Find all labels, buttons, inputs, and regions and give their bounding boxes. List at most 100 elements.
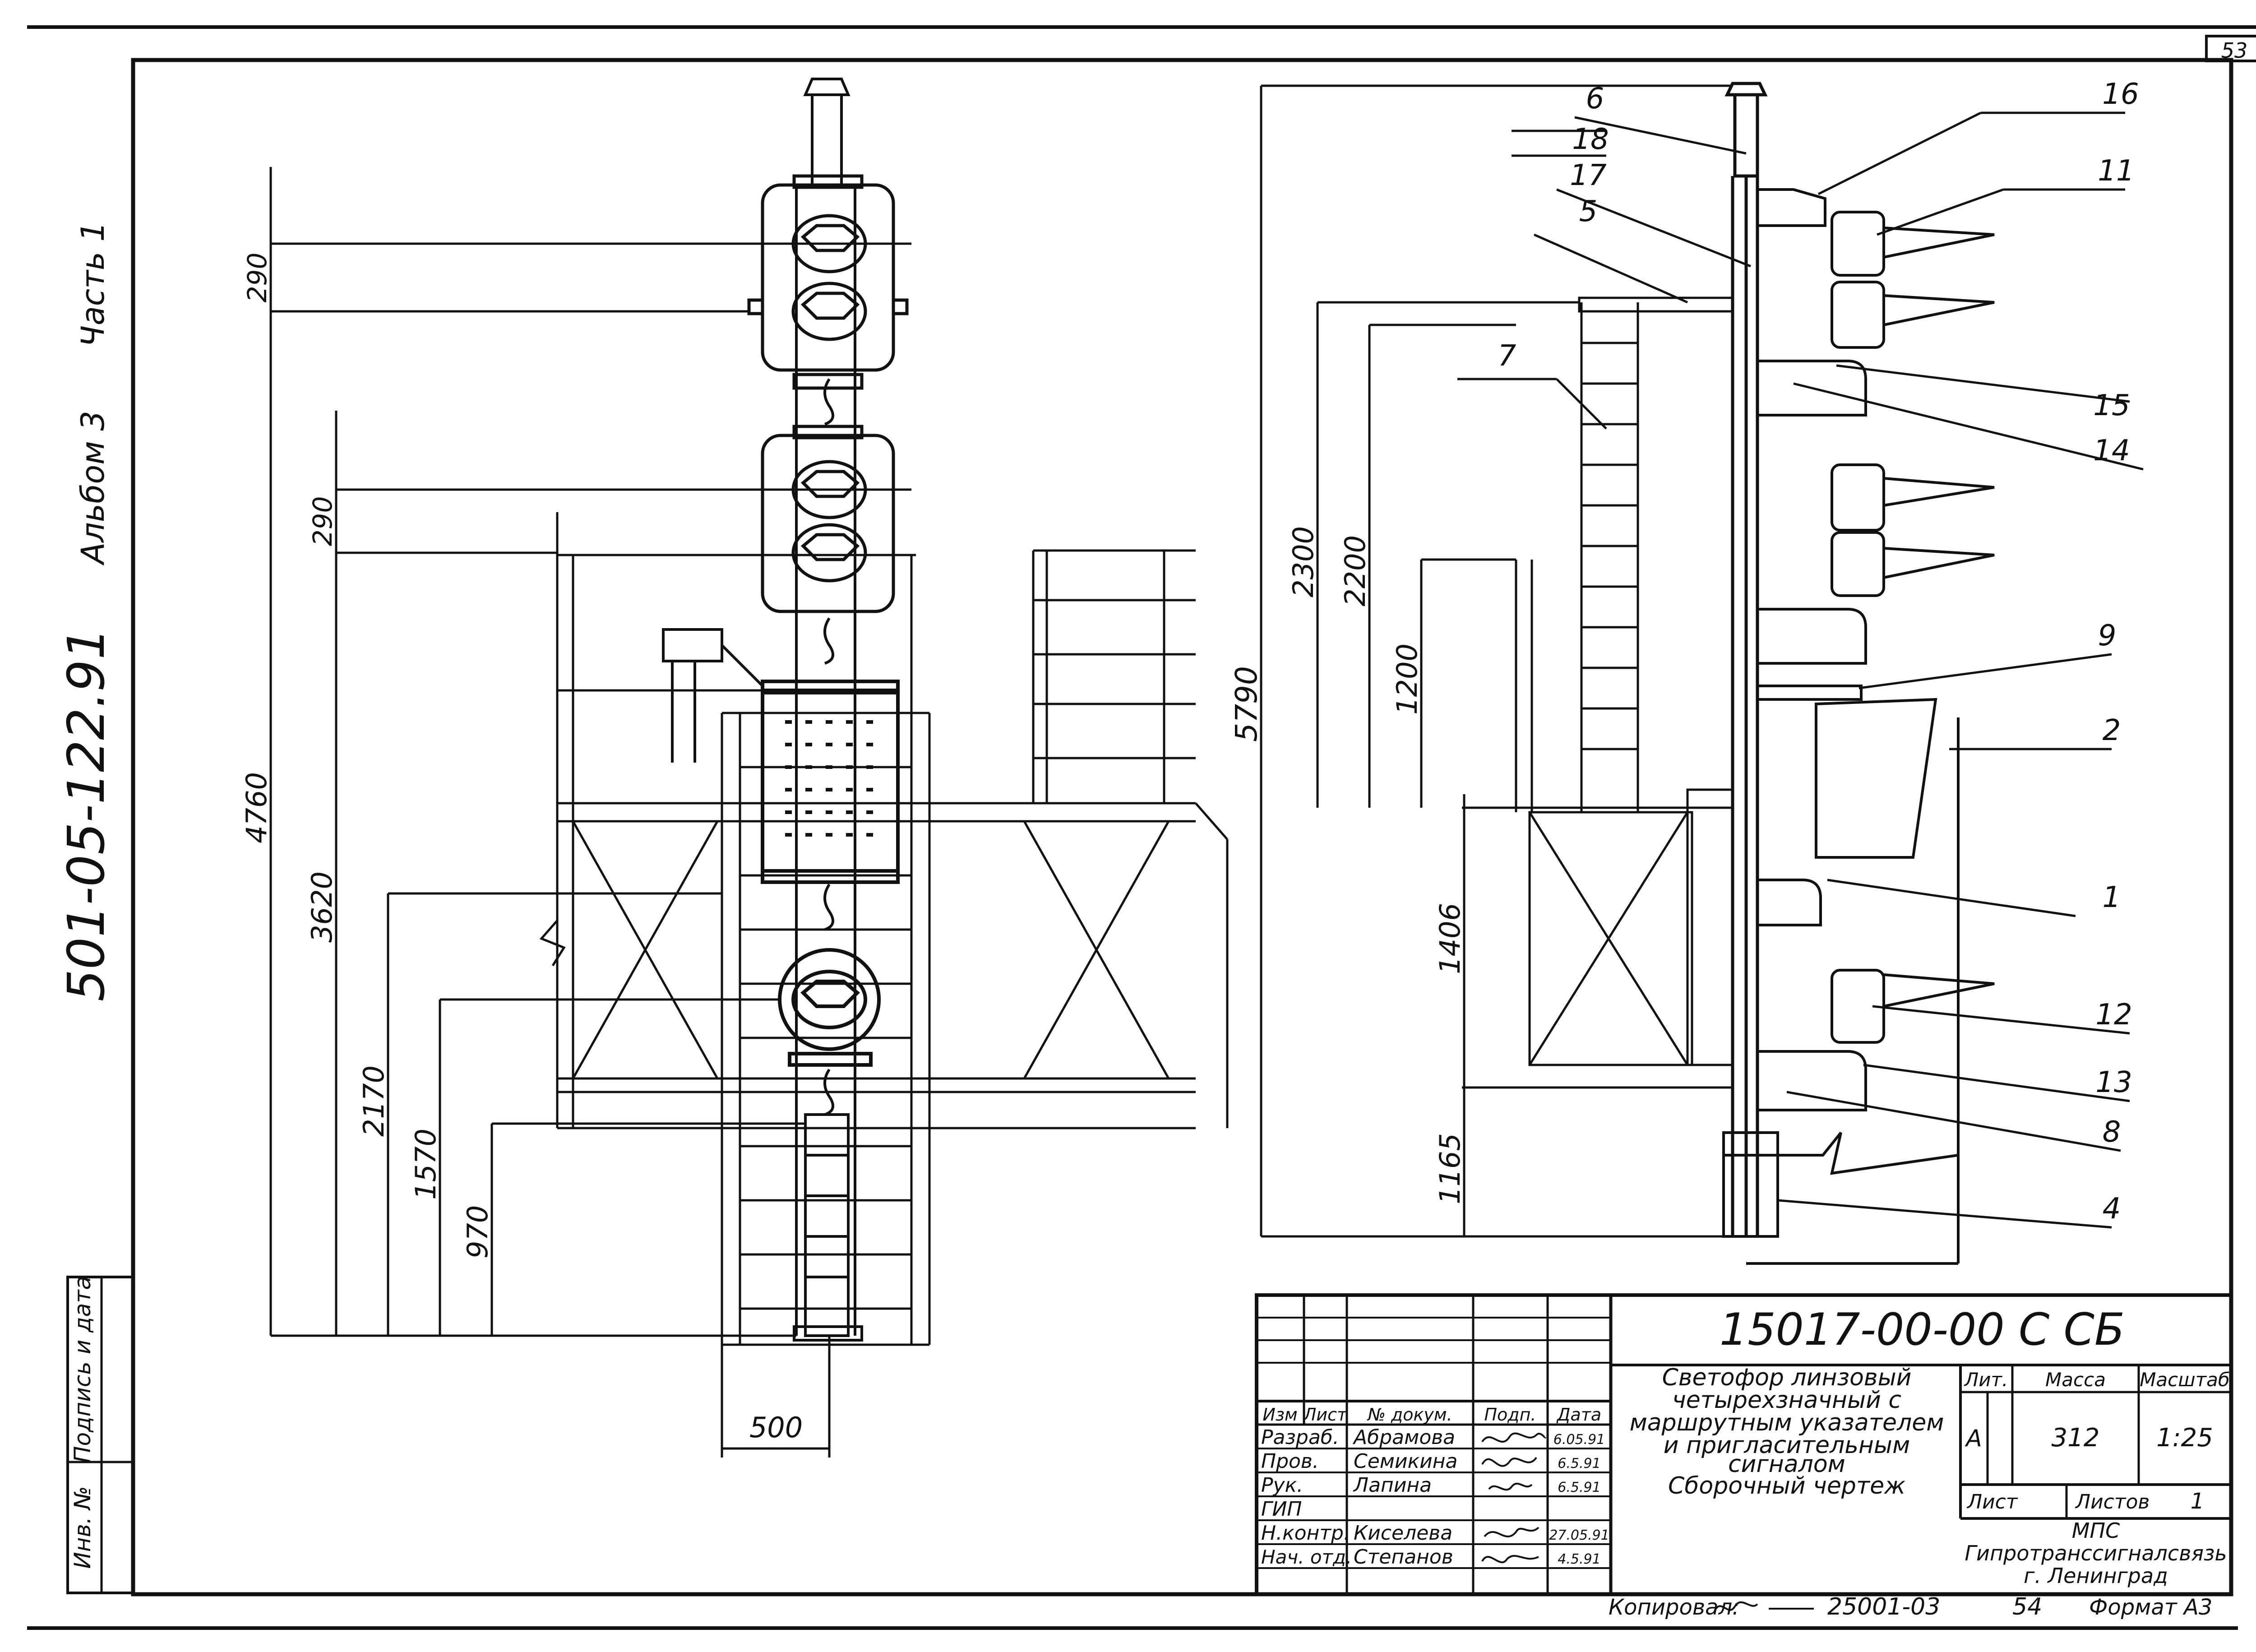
row-name: Семикина bbox=[1354, 1450, 1457, 1473]
album-label: Альбом 3 bbox=[74, 411, 111, 565]
row-date: 27.05.91 bbox=[1549, 1527, 1609, 1543]
title-line-6: Сборочный чертеж bbox=[1668, 1472, 1905, 1499]
upper-signal-head bbox=[747, 174, 909, 372]
org-line-3: г. Ленинград bbox=[2024, 1564, 2168, 1588]
callout-13: 13 bbox=[2095, 1066, 2132, 1099]
junction-box bbox=[662, 628, 764, 763]
invitation-signal bbox=[778, 948, 881, 1067]
row-date: 4.5.91 bbox=[1558, 1551, 1600, 1567]
row-name: Лапина bbox=[1353, 1474, 1432, 1497]
header-izm: Изм bbox=[1262, 1405, 1297, 1425]
dim-1570: 1570 bbox=[409, 1129, 442, 1200]
callout-5: 5 bbox=[1579, 195, 1598, 228]
header-date: Дата bbox=[1556, 1405, 1601, 1425]
callout-15: 15 bbox=[2093, 389, 2130, 422]
dim-1406: 1406 bbox=[1433, 903, 1466, 974]
side-view-dimensions bbox=[1260, 84, 1733, 1238]
dim-2300: 2300 bbox=[1287, 526, 1320, 597]
lower-signal-head bbox=[761, 373, 895, 613]
header-doc-no: № докум. bbox=[1367, 1405, 1452, 1425]
dim-5790: 5790 bbox=[1229, 666, 1264, 742]
hooks bbox=[823, 378, 834, 1116]
row-date: 6.05.91 bbox=[1553, 1432, 1605, 1448]
callout-17: 17 bbox=[1570, 159, 1607, 192]
signature-date-label: Подпись и дата bbox=[69, 1276, 96, 1463]
org-line-2: Гипротранссигналсвязь bbox=[1965, 1541, 2227, 1565]
dim-1200: 1200 bbox=[1391, 643, 1424, 715]
callout-6: 6 bbox=[1586, 82, 1604, 116]
inventory-number-label: Инв. № bbox=[69, 1486, 96, 1569]
callout-7: 7 bbox=[1498, 339, 1516, 373]
dim-500: 500 bbox=[749, 1411, 803, 1444]
callout-8: 8 bbox=[2103, 1115, 2121, 1149]
dim-970: 970 bbox=[461, 1205, 494, 1259]
scale-value: 1:25 bbox=[2156, 1423, 2213, 1453]
dim-2170: 2170 bbox=[357, 1065, 390, 1137]
lit-value: А bbox=[1965, 1425, 1982, 1452]
left-stamp bbox=[66, 1276, 134, 1594]
handwritten-signatures bbox=[1481, 1432, 1546, 1564]
callout-12: 12 bbox=[2095, 998, 2132, 1032]
title-line-3: маршрутным указателем bbox=[1630, 1409, 1944, 1436]
callout-2: 2 bbox=[2103, 714, 2121, 747]
callout-4: 4 bbox=[2103, 1192, 2121, 1226]
callout-11: 11 bbox=[2098, 154, 2134, 188]
mass-label: Масса bbox=[2045, 1369, 2106, 1391]
footer-number: 54 bbox=[2012, 1593, 2042, 1620]
sheet-label: Лист bbox=[1966, 1490, 2018, 1513]
front-view-dimensions bbox=[269, 167, 911, 1458]
sheets-value: 1 bbox=[2191, 1489, 2205, 1514]
row-role: Разраб. bbox=[1261, 1426, 1339, 1449]
row-role: Рук. bbox=[1261, 1474, 1303, 1497]
row-date: 6.5.91 bbox=[1558, 1480, 1600, 1495]
sheets-label: Листов bbox=[2075, 1490, 2150, 1513]
drawing-title: Светофор линзовый четырехзначный с маршр… bbox=[1630, 1364, 1944, 1499]
title-line-2: четырехзначный с bbox=[1672, 1387, 1901, 1414]
row-date: 6.5.91 bbox=[1558, 1456, 1600, 1472]
callout-1: 1 bbox=[2103, 881, 2121, 914]
title-line-5: сигналом bbox=[1728, 1451, 1845, 1478]
scale-label: Масштаб bbox=[2140, 1369, 2230, 1391]
callout-leaders bbox=[1457, 111, 2144, 1229]
dim-4760: 4760 bbox=[240, 772, 273, 843]
lit-label: Лит. bbox=[1964, 1369, 2008, 1391]
callout-16: 16 bbox=[2102, 78, 2139, 111]
side-platform bbox=[1462, 296, 1734, 1089]
side-view bbox=[1462, 82, 1995, 1265]
header-sign: Подп. bbox=[1484, 1405, 1536, 1425]
callout-18: 18 bbox=[1572, 123, 1609, 156]
title-line-1: Светофор линзовый bbox=[1662, 1364, 1912, 1391]
side-signal-heads bbox=[1722, 188, 1995, 1265]
drawing-code: 15017-00-00 С СБ bbox=[1720, 1304, 2125, 1356]
callout-14: 14 bbox=[2093, 434, 2130, 467]
org-line-1: МПС bbox=[2072, 1518, 2120, 1543]
row-name: Киселева bbox=[1354, 1522, 1452, 1545]
copier-signature bbox=[1714, 1601, 1814, 1611]
row-role: Н.контр. bbox=[1261, 1522, 1350, 1545]
row-name: Степанов bbox=[1354, 1546, 1453, 1569]
dim-3620: 3620 bbox=[305, 871, 338, 943]
page-number: 53 bbox=[2221, 38, 2248, 63]
title-block-grid bbox=[1255, 1293, 2233, 1596]
mass-value: 312 bbox=[2052, 1423, 2100, 1453]
footer-format: Формат А3 bbox=[2089, 1595, 2212, 1620]
part-label: Часть 1 bbox=[74, 222, 111, 347]
header-list: Лист bbox=[1303, 1405, 1348, 1425]
mast bbox=[793, 78, 863, 1342]
route-indicator bbox=[761, 680, 900, 884]
callout-9: 9 bbox=[2098, 619, 2117, 652]
dim-290-top: 290 bbox=[242, 253, 273, 303]
dim-1165: 1165 bbox=[1433, 1133, 1466, 1204]
dim-2200: 2200 bbox=[1339, 535, 1372, 606]
dim-290-second: 290 bbox=[307, 496, 338, 546]
footer-copied: Копировал: bbox=[1609, 1595, 1739, 1620]
title-line-4: и пригласительным bbox=[1664, 1432, 1910, 1459]
document-code: 501-05-122.91 bbox=[57, 627, 116, 1001]
row-role: Пров. bbox=[1261, 1450, 1319, 1473]
row-role: Нач. отд. bbox=[1261, 1546, 1352, 1568]
platform-frame bbox=[539, 512, 1229, 1129]
footer-code: 25001-03 bbox=[1827, 1593, 1940, 1620]
row-role: ГИП bbox=[1261, 1498, 1302, 1521]
sheet-frame bbox=[27, 25, 2256, 1630]
